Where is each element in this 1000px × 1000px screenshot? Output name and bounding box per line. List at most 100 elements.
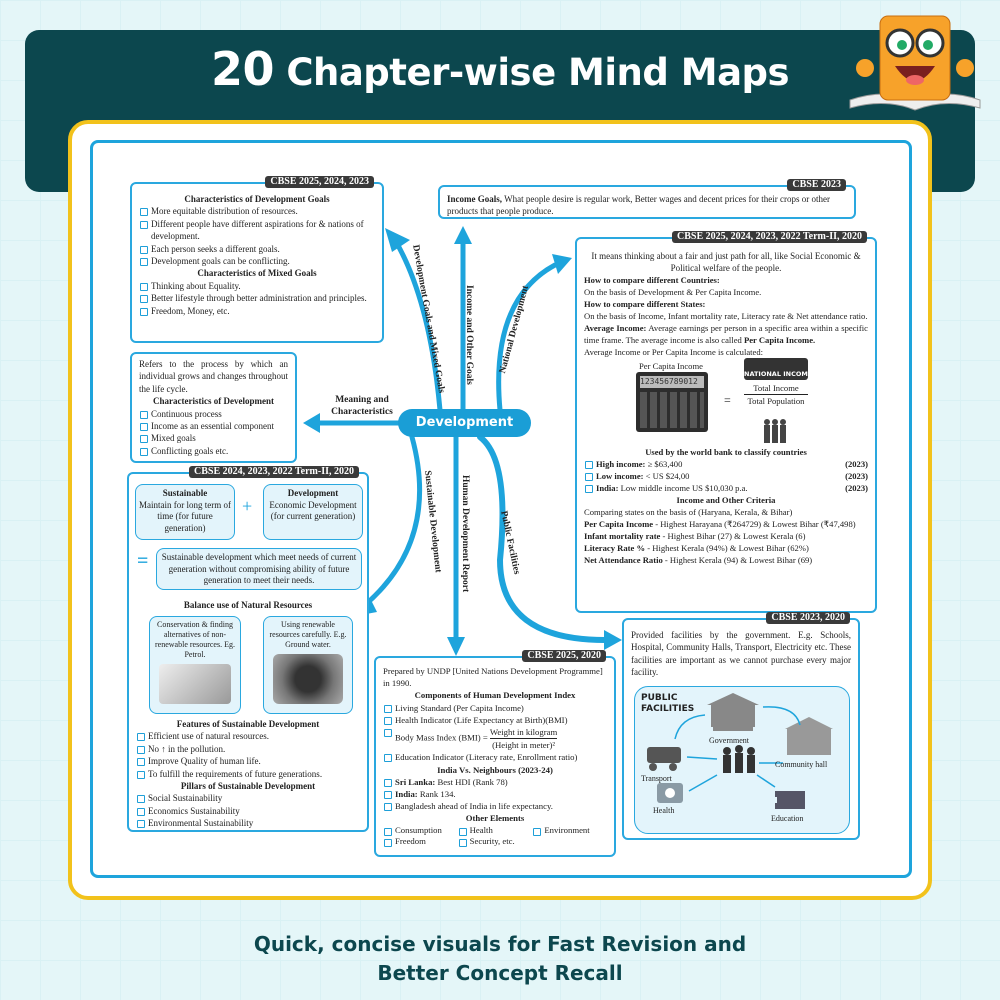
item-text: India: Low middle income US $10,030 p.a.: [596, 482, 748, 494]
exam-tag: CBSE 2023: [787, 179, 846, 191]
money-bag-icon: NATIONAL INCOME: [744, 358, 812, 380]
bag-label: NATIONAL INCOME: [744, 370, 813, 378]
features-list: Efficient use of natural resources. No ↑…: [136, 730, 360, 780]
list-item: High income: ≥ $63,400(2023): [584, 458, 868, 470]
arrow-public: [477, 434, 608, 643]
panel-title: PUBLIC FACILITIES: [641, 693, 695, 714]
term: Average Income:: [584, 323, 647, 333]
plus-sign: +: [242, 496, 253, 516]
list-item: Body Mass Index (BMI) = Weight in kilogr…: [383, 726, 607, 751]
list-item: Freedom, Money, etc.: [139, 305, 375, 317]
list-item: Health Indicator (Life Expectancy at Bir…: [383, 714, 607, 726]
card-text: Maintain for long term of time (for futu…: [139, 499, 231, 533]
numerator: Weight in kilogram: [489, 726, 558, 740]
characteristics-list: Continuous process Income as an essentia…: [139, 408, 288, 458]
equals-sign: =: [724, 393, 731, 407]
page-title: 20 Chapter-wise Mind Maps: [210, 42, 790, 96]
pillars-list: Social Sustainability Economics Sustaina…: [136, 792, 360, 829]
bmi-fraction: Weight in kilogram(Height in meter)²: [489, 726, 558, 751]
section-heading: Characteristics of Development: [153, 396, 274, 407]
world-bank-list: High income: ≥ $63,400(2023) Low income:…: [584, 458, 868, 494]
year: (2023): [845, 483, 868, 493]
calculator-keys: [640, 392, 704, 428]
list-item: Income as an essential component: [139, 420, 288, 432]
goals-list: More equitable distribution of resources…: [139, 205, 375, 267]
exam-tag: CBSE 2025, 2024, 2023: [265, 176, 374, 188]
list-item: Bangladesh ahead of India in life expect…: [383, 800, 607, 812]
exam-tag: CBSE 2025, 2024, 2023, 2022 Term-II, 202…: [671, 231, 867, 243]
list-item: Living Standard (Per Capita Income): [383, 702, 607, 714]
section-heading: India Vs. Neighbours (2023-24): [437, 764, 553, 775]
value: - Highest Harayana (₹264729) & Lowest Bi…: [653, 519, 856, 529]
community-hall-label: Community hall: [775, 760, 828, 769]
section-heading: Income and Other Criteria: [676, 495, 776, 505]
section-heading: Components of Human Development Index: [414, 690, 576, 701]
term: Net Attendance Ratio: [584, 555, 663, 565]
value: Bangladesh ahead of India in life expect…: [395, 801, 553, 812]
list-item: Health: [458, 825, 533, 836]
numerator: Total Income: [744, 382, 808, 395]
central-node: Development: [398, 409, 531, 437]
value: - Highest Kerala (94%) & Lowest Bihar (6…: [645, 543, 809, 553]
states-text: On the basis of Income, Infant mortality…: [584, 311, 868, 321]
list-item: To fulfill the requirements of future ge…: [136, 768, 360, 780]
term: Per Capita Income: [584, 519, 654, 529]
government-building-icon: [707, 693, 759, 731]
list-item: Improve Quality of human life.: [136, 755, 360, 767]
section-heading: How to compare different States:: [584, 299, 706, 309]
list-item: Environment: [532, 825, 607, 836]
list-item: No ↑ in the pollution.: [136, 743, 360, 755]
denominator: Total Population: [747, 396, 805, 406]
text: Average earnings per person in a specifi…: [584, 323, 868, 345]
list-item: Environmental Sustainability: [136, 817, 360, 829]
section-heading: Characteristics of Development Goals: [184, 194, 330, 204]
exam-tag: CBSE 2023, 2020: [766, 612, 850, 624]
list-item: Thinking about Equality.: [139, 280, 375, 292]
value: Low middle income US $10,030 p.a.: [618, 483, 748, 493]
list-item: Better lifestyle through better administ…: [139, 292, 375, 304]
people-group-icon: [723, 745, 755, 773]
list-item: More equitable distribution of resources…: [139, 205, 375, 217]
section-heading: Features of Sustainable Development: [176, 719, 320, 729]
description-text: Provided facilities by the government. E…: [631, 630, 851, 678]
list-item: India: Low middle income US $10,030 p.a.…: [584, 482, 868, 494]
calculator-display: 123456789012: [640, 376, 704, 388]
education-label: Education: [771, 814, 804, 823]
definition-card: Sustainable development which meet needs…: [156, 548, 362, 590]
list-item: Security, etc.: [458, 836, 533, 847]
section-heading: How to compare different Countries:: [584, 275, 720, 285]
list-item: Sri Lanka: Best HDI (Rank 78): [383, 776, 607, 788]
section-heading: Other Elements: [465, 813, 525, 824]
intro-text: Prepared by UNDP [United Nations Develop…: [383, 666, 603, 689]
card-text: Economic Development (for current genera…: [269, 499, 357, 522]
branch-label-meaning: Meaning and Characteristics: [331, 395, 393, 417]
equals-sign: =: [137, 550, 149, 572]
neighbours-list: Sri Lanka: Best HDI (Rank 78) India: Ran…: [383, 776, 607, 813]
average-income-text: Average Income: Average earnings per per…: [584, 322, 868, 346]
health-kit-icon: [657, 783, 683, 803]
mind-map-frame: [90, 140, 912, 878]
value: ≥ $63,400: [645, 459, 683, 469]
item-text: Low income: < US $24,00: [596, 470, 689, 482]
facilities-diagram: [647, 693, 833, 809]
mixed-goals-list: Thinking about Equality. Better lifestyl…: [139, 280, 375, 317]
resource-card-water: Using renewable resources carefully. E.g…: [263, 616, 353, 714]
resource-card-petrol: Conservation & finding alternatives of n…: [149, 616, 241, 714]
list-item: Freedom: [383, 836, 458, 847]
petrol-pump-image: [159, 664, 231, 704]
intro-text: It means thinking about a fair and just …: [591, 251, 861, 273]
section-heading: Used by the world bank to classify count…: [645, 447, 807, 457]
list-item: Each person seeks a different goals.: [139, 243, 375, 255]
term: India:: [395, 789, 418, 800]
criteria-row: Net Attendance Ratio - Highest Kerala (9…: [584, 554, 868, 566]
list-item: Efficient use of natural resources.: [136, 730, 360, 742]
exam-tag: CBSE 2024, 2023, 2022 Term-II, 2020: [188, 466, 359, 478]
train-icon: [647, 747, 681, 771]
section-heading: Characteristics of Mixed Goals: [197, 268, 317, 279]
goals-box: CBSE 2025, 2024, 2023 Characteristics of…: [130, 176, 384, 343]
bmi-label: Body Mass Index (BMI) =: [395, 732, 488, 743]
footer-line-2: Better Concept Recall: [377, 961, 623, 985]
footer-line-1: Quick, concise visuals for Fast Revision…: [253, 932, 747, 956]
value: - Highest Bihar (27) & Lowest Kerala (6): [660, 531, 806, 541]
